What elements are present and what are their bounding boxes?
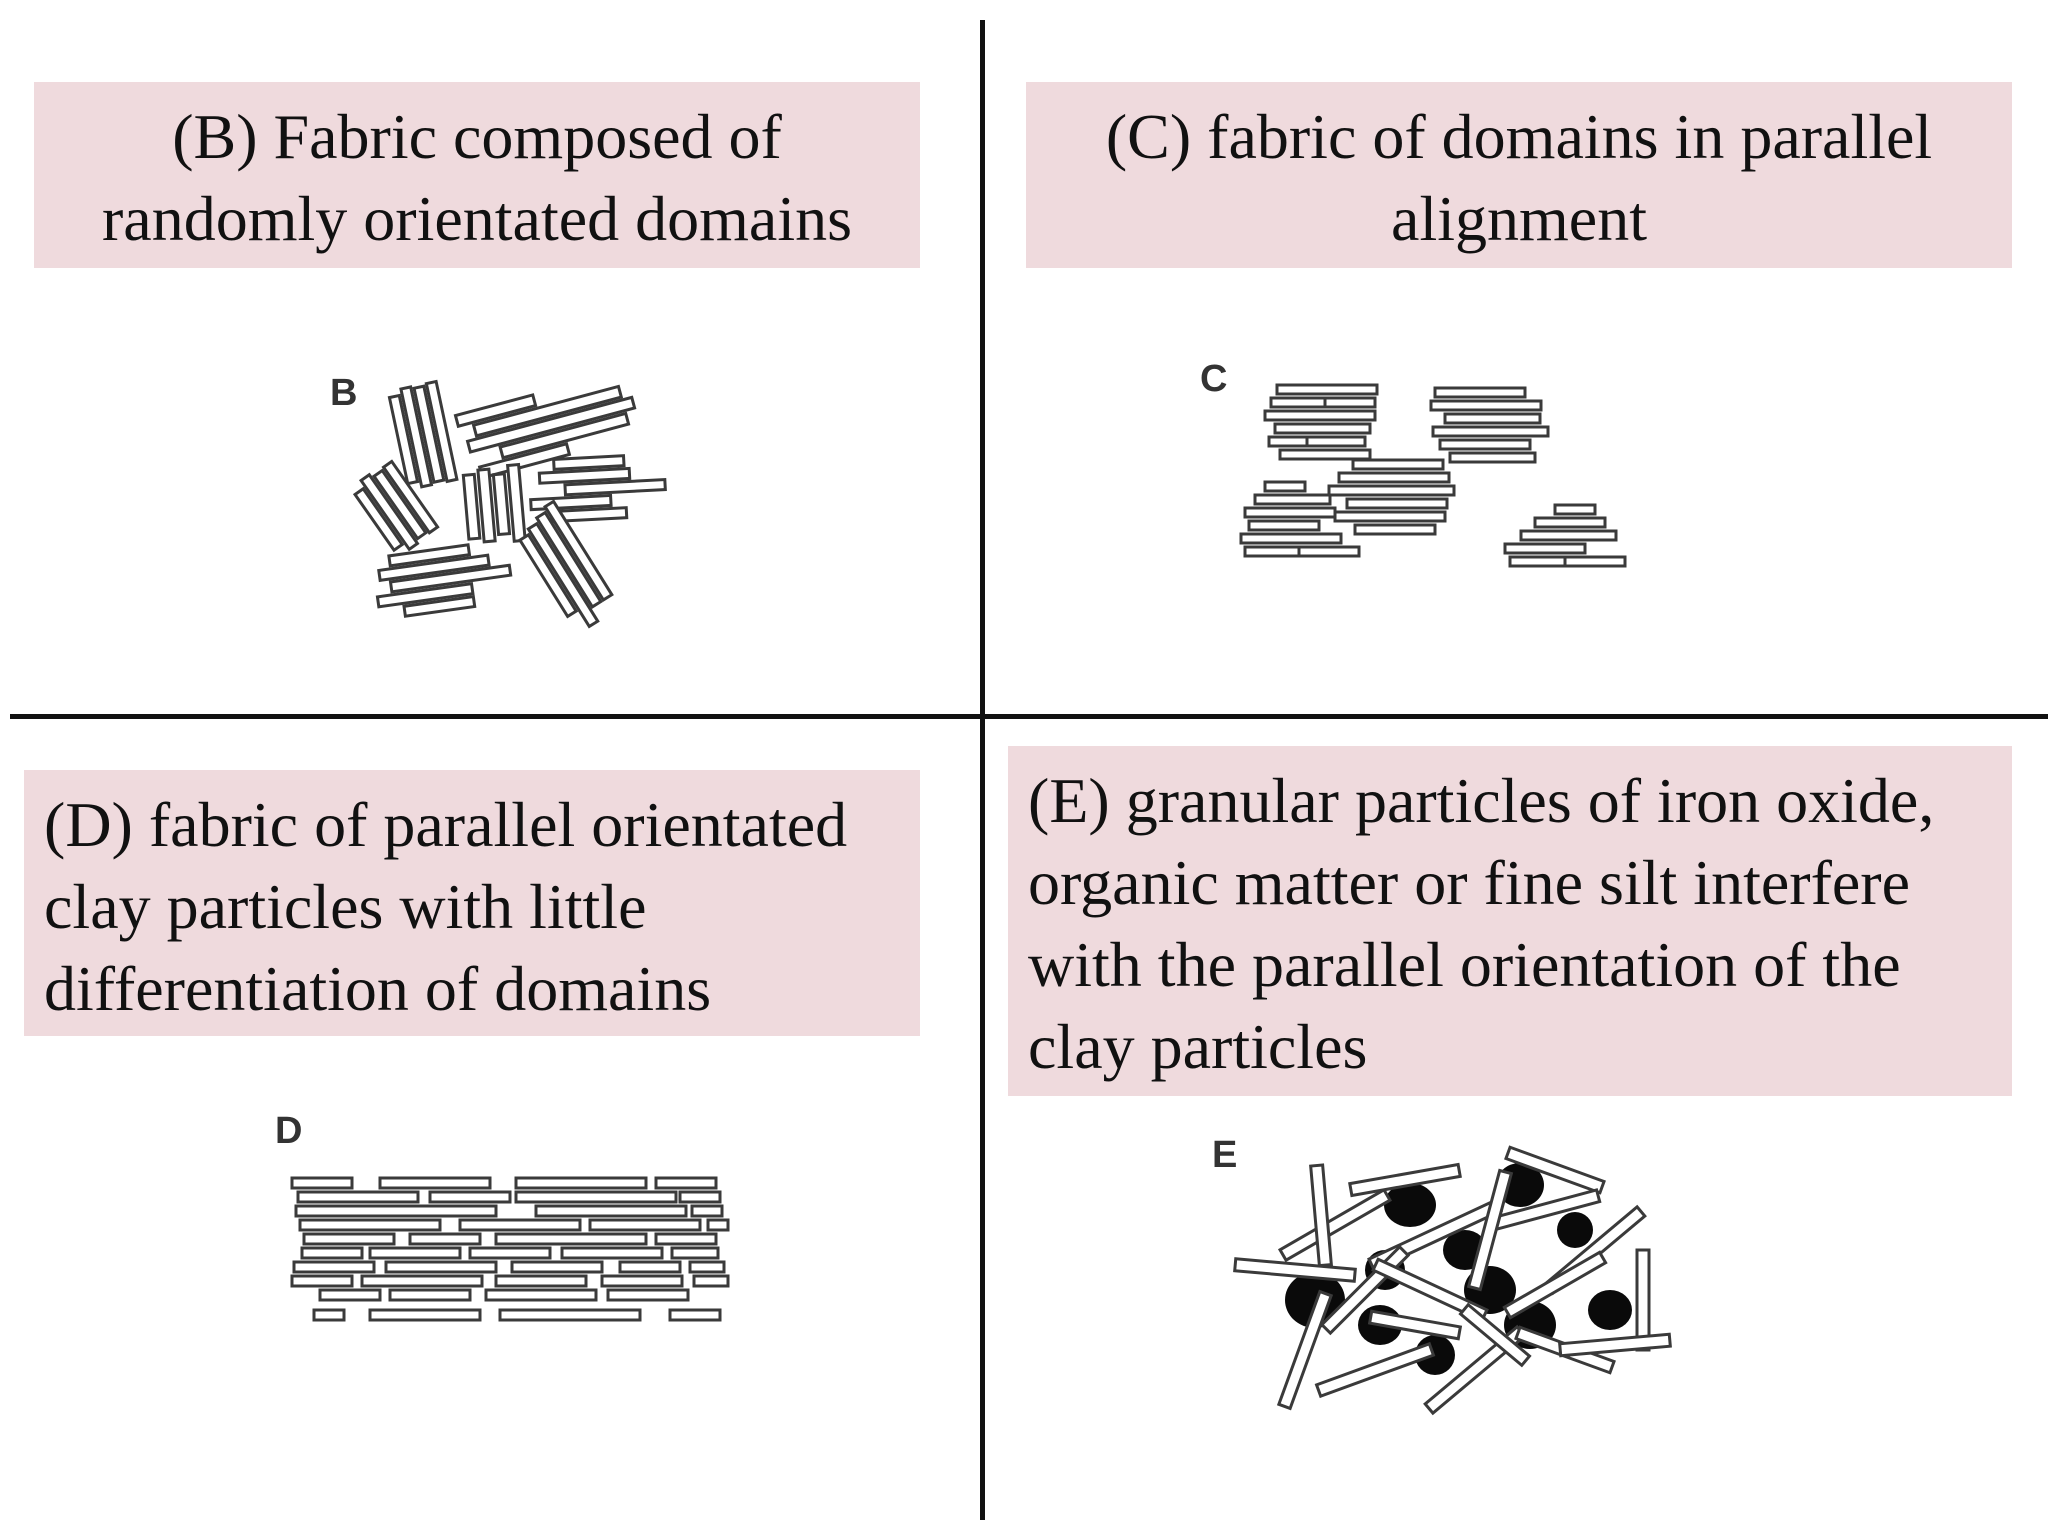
caption-c-line-2: alignment <box>1391 183 1647 254</box>
figure-d-parallel-particles <box>290 1176 730 1322</box>
caption-b-line-2: randomly orientated domains <box>101 183 853 254</box>
domain-b-5 <box>529 454 667 524</box>
caption-d: (D) fabric of parallel orientated clay p… <box>24 770 920 1036</box>
caption-d-line-2: clay particles with little <box>44 871 647 942</box>
figure-b-random-domains <box>352 379 667 629</box>
domain-b-6 <box>375 543 513 618</box>
domain-b-7 <box>517 499 614 629</box>
domain-b-3 <box>352 459 440 553</box>
caption-b-line-1: (B) Fabric composed of <box>172 101 782 172</box>
caption-e: (E) granular particles of iron oxide, or… <box>1008 746 2012 1096</box>
caption-d-line-3: differentiation of domains <box>44 953 712 1024</box>
caption-b: (B) Fabric composed of randomly orientat… <box>34 82 920 268</box>
figure-letter-b: B <box>330 372 358 414</box>
caption-c: (C) fabric of domains in parallel alignm… <box>1026 82 2012 268</box>
horizontal-divider <box>10 714 2048 719</box>
domain-c-3 <box>1327 458 1456 536</box>
domain-b-4 <box>461 462 527 544</box>
figure-letter-d: D <box>275 1110 303 1152</box>
caption-e-line-1: (E) granular particles of iron oxide, <box>1028 765 1935 836</box>
domain-c-4 <box>1239 480 1361 558</box>
domain-c-5 <box>1503 503 1627 568</box>
vertical-divider <box>980 20 985 1520</box>
domain-b-1 <box>387 379 459 489</box>
caption-e-line-2: organic matter or fine silt interfere <box>1028 847 1910 918</box>
domain-c-1 <box>1263 383 1379 461</box>
figure-letter-c: C <box>1200 358 1228 400</box>
caption-c-line-1: (C) fabric of domains in parallel <box>1105 101 1933 172</box>
domain-c-2 <box>1429 386 1550 464</box>
figure-e-granular-interference <box>1233 1145 1672 1416</box>
caption-e-line-3: with the parallel orientation of the <box>1028 929 1901 1000</box>
particle-rows-d <box>290 1176 730 1322</box>
caption-d-line-1: (D) fabric of parallel orientated <box>44 789 848 860</box>
figure-c-parallel-domains <box>1239 383 1627 568</box>
particles-e <box>1233 1145 1672 1416</box>
domain-b-2 <box>453 384 637 480</box>
caption-e-line-4: clay particles <box>1028 1011 1368 1082</box>
figure-letter-e: E <box>1212 1134 1238 1176</box>
